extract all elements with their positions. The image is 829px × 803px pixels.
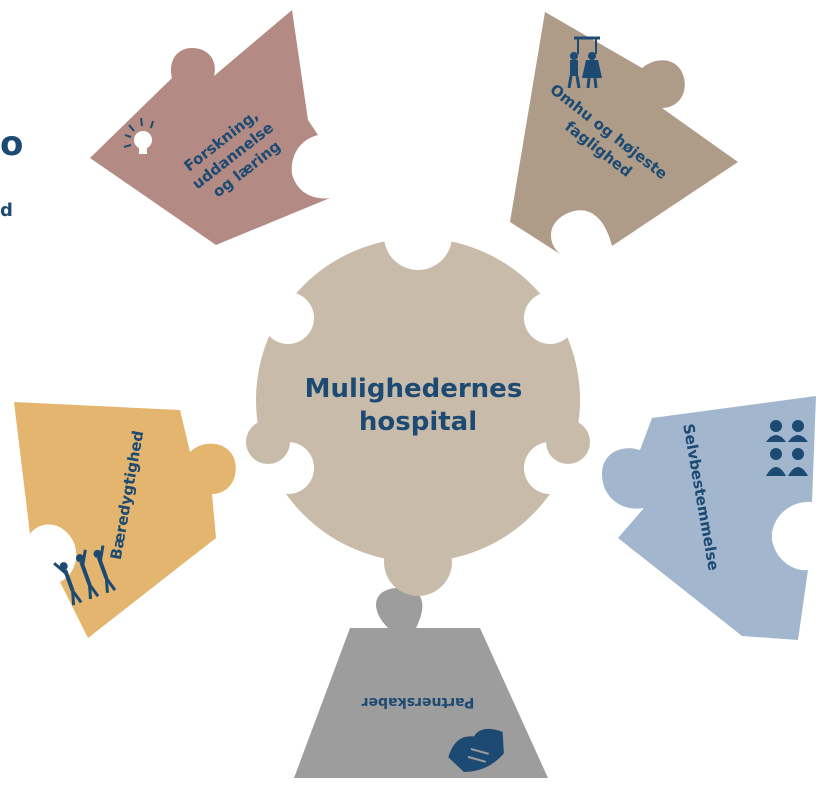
- puzzle-piece-forskning: Forskning, uddannelse og læring: [90, 10, 330, 245]
- two-people-holding-bar-icon: [567, 36, 602, 89]
- puzzle-piece-omhu: Omhu og højeste faglighed: [510, 12, 738, 254]
- edge-text-fragment-bottom: d: [0, 200, 13, 221]
- puzzle-piece-partnerskaber: Partnerskaber: [294, 587, 548, 778]
- center-puzzle-piece: Mulighedernes hospital: [246, 202, 590, 596]
- edge-text-fragment-top: o: [0, 124, 24, 164]
- partnerskaber-label: Partnerskaber: [362, 694, 475, 710]
- lightbulb-icon: [123, 117, 154, 154]
- puzzle-shape-forskning: [90, 10, 330, 245]
- svg-text:Mulighedernes hospital: Mulighedernes hospital: [305, 374, 532, 437]
- center-shape: [256, 238, 580, 562]
- center-title-line-1: Mulighedernes: [305, 374, 523, 404]
- handshake-icon: [448, 728, 504, 772]
- puzzle-piece-baeredygtighed: Bæredygtighed: [14, 402, 236, 638]
- people-cheering-icon: [53, 545, 117, 606]
- puzzle-shape-partnerskaber: [294, 587, 548, 778]
- puzzle-shape-selvbestemmelse: [602, 396, 816, 640]
- puzzle-piece-selvbestemmelse: Selvbestemmelse: [602, 396, 816, 640]
- puzzle-shape-omhu: [510, 12, 738, 254]
- svg-text:Partnerskaber: Partnerskaber: [362, 694, 475, 710]
- group-of-people-icon: [766, 420, 808, 476]
- center-title-line-2: hospital: [359, 407, 477, 437]
